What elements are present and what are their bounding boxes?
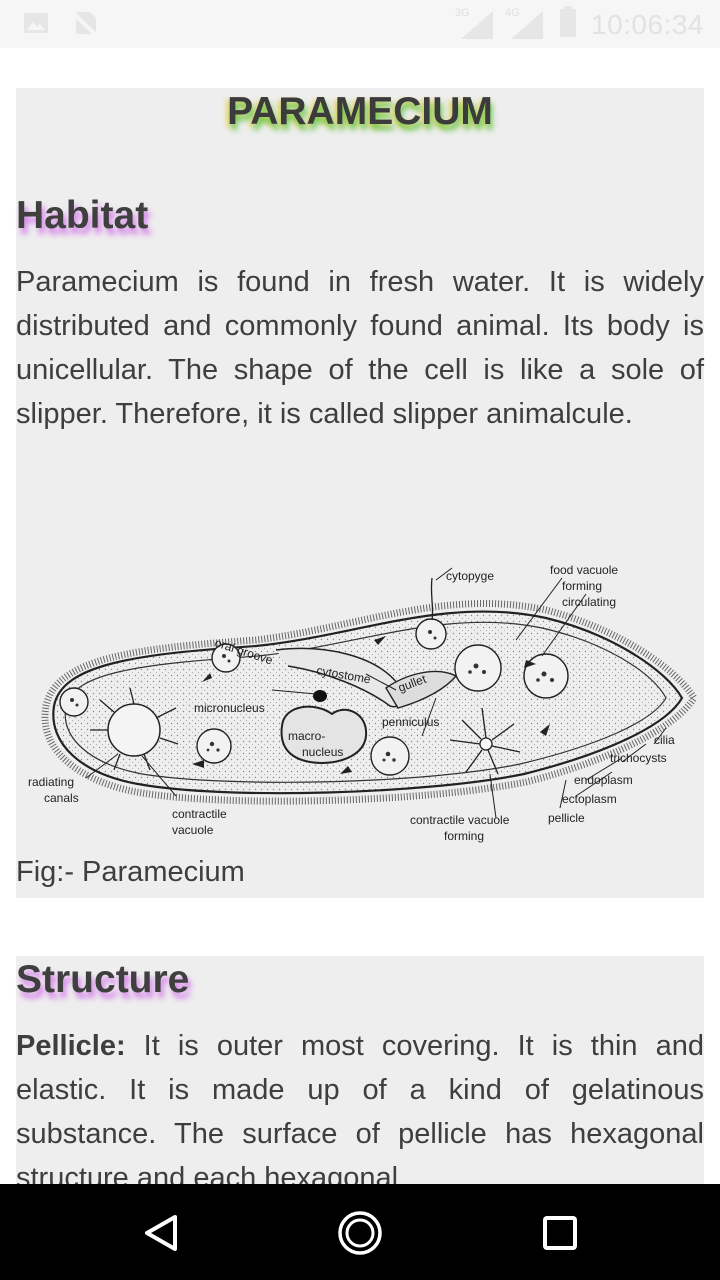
- recents-button[interactable]: [535, 1208, 585, 1258]
- label-cytopyge: cytopyge: [446, 569, 494, 583]
- back-icon: [145, 1215, 177, 1251]
- label-food-vacuole: food vacuole: [550, 563, 618, 577]
- micronucleus: [313, 690, 327, 702]
- label-forming: forming: [562, 579, 602, 593]
- recents-icon: [543, 1216, 577, 1250]
- network-label: 4G: [505, 6, 520, 19]
- network-label: 3G: [455, 6, 470, 19]
- gallery-icon: [22, 10, 50, 36]
- label-contractile: contractile: [172, 807, 227, 821]
- label-ectoplasm: ectoplasm: [562, 792, 617, 806]
- signal-icon: 4G: [505, 7, 545, 41]
- endoplasm-boundary: [64, 621, 667, 783]
- food-vacuoles: [59, 618, 569, 776]
- label-canals: canals: [44, 791, 79, 805]
- label-macro: macro-: [288, 729, 325, 743]
- label-penniculus: penniculus: [382, 715, 439, 729]
- contractile-vacuole: [107, 703, 161, 757]
- label-contractile-vacuole-forming: forming: [444, 829, 484, 843]
- habitat-heading: Habitat: [16, 194, 149, 237]
- label-nucleus: nucleus: [302, 745, 343, 759]
- label-radiating: radiating: [28, 775, 74, 789]
- navigation-bar: [0, 1184, 720, 1280]
- macronucleus: [280, 705, 368, 764]
- habitat-text: Paramecium is found in fresh water. It i…: [16, 266, 704, 430]
- clock: 10:06:34: [591, 8, 704, 40]
- pellicle-description: It is outer most covering. It is thin an…: [16, 1030, 704, 1184]
- food-particles: [70, 630, 554, 762]
- signal-icon: 3G: [455, 7, 495, 41]
- home-button[interactable]: [335, 1208, 385, 1258]
- habitat-card: PARAMECIUM Habitat Paramecium is found i…: [16, 88, 704, 898]
- contractile-vacuole-forming: [449, 707, 521, 775]
- no-sim-icon: [70, 10, 98, 36]
- label-leader-lines: [85, 567, 667, 819]
- label-vacuole: vacuole: [172, 823, 214, 837]
- pellicle-term: Pellicle:: [16, 1030, 126, 1062]
- structure-heading: Structure: [16, 958, 190, 1001]
- structure-card: Structure Pellicle: It is outer most cov…: [16, 956, 704, 1184]
- battery-icon: [559, 6, 577, 43]
- label-cilia: cilia: [654, 733, 675, 747]
- label-pellicle: pellicle: [548, 811, 585, 825]
- article-scroll-view[interactable]: PARAMECIUM Habitat Paramecium is found i…: [0, 48, 720, 1184]
- back-button[interactable]: [136, 1208, 186, 1258]
- figure-caption: Fig:- Paramecium: [16, 856, 245, 888]
- label-endoplasm: endoplasm: [574, 773, 633, 787]
- label-contractile-vacuole: contractile vacuole: [410, 813, 510, 827]
- page-title: PARAMECIUM: [227, 90, 493, 133]
- status-bar: 3G 4G 10:06:34: [0, 0, 720, 48]
- cytoplasm-flow-arrows: [192, 636, 550, 774]
- label-circulating: circulating: [562, 595, 616, 609]
- home-icon: [338, 1211, 382, 1255]
- radiating-canals: [90, 687, 179, 771]
- label-micronucleus: micronucleus: [194, 701, 265, 715]
- label-trichocysts: trichocysts: [610, 751, 667, 765]
- structure-text: Pellicle: It is outer most covering. It …: [16, 1024, 704, 1184]
- cilia-fringe: [41, 600, 699, 805]
- paramecium-diagram: cytopyge food vacuole forming circulatin…: [28, 563, 699, 843]
